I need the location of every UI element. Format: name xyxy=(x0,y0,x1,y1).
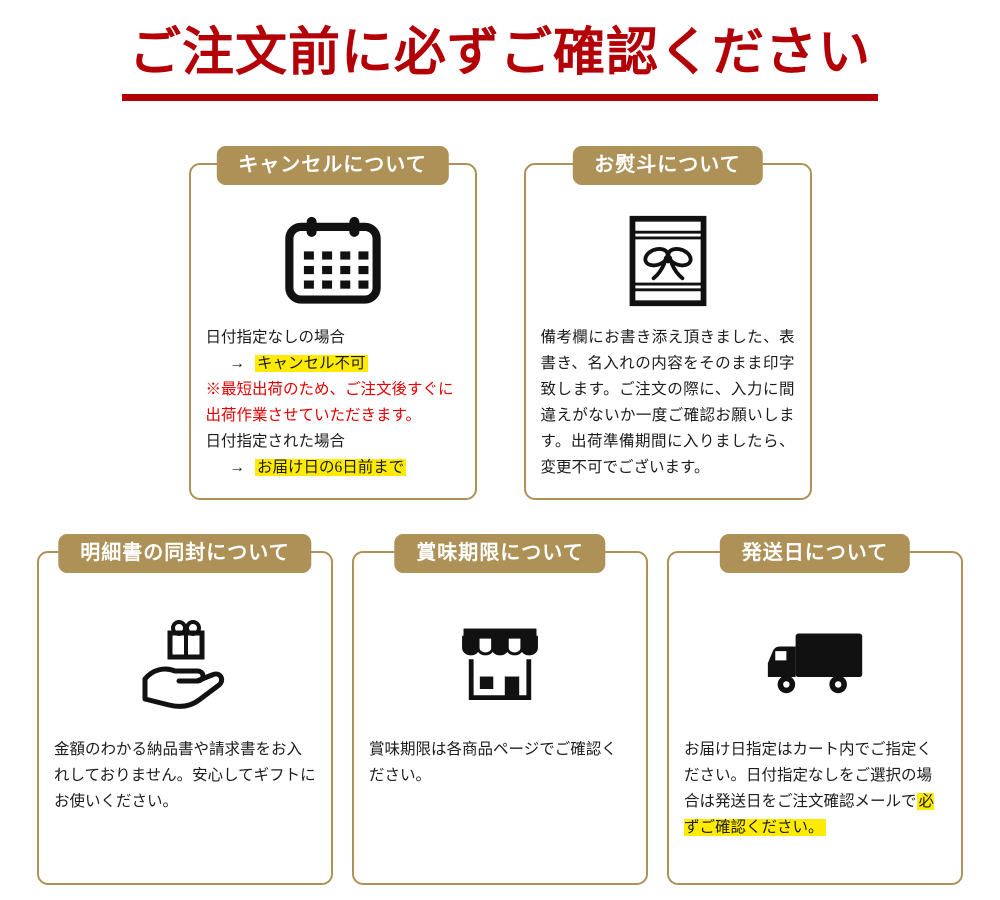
page-title: ご注文前に必ずご確認ください xyxy=(128,25,871,82)
no-date-result: キャンセル不可 xyxy=(255,354,368,372)
no-date-case-label: 日付指定なしの場合 xyxy=(205,328,346,346)
card-statement-badge: 明細書の同封について xyxy=(58,533,312,573)
arrow-glyph: → xyxy=(229,458,246,476)
card-expiry-badge: 賞味期限について xyxy=(394,533,606,573)
card-shipping-badge: 発送日について xyxy=(719,533,911,573)
cards-row-top: キャンセルについて 日付指定なしの場合 → キャンセル不可 xyxy=(0,145,1000,500)
card-cancellation-body: 日付指定なしの場合 → キャンセル不可 ※最短出荷のため、ご注文後すぐに出荷作業さ… xyxy=(206,325,460,481)
card-shipping-body: お届け日指定はカート内でご指定ください。日付指定なしをご選択の場合は発送日をご注… xyxy=(684,737,946,841)
card-expiry-body: 賞味期限は各商品ページでご確認ください。 xyxy=(369,737,631,789)
delivery-truck-icon xyxy=(684,609,946,721)
card-statement: 明細書の同封について 金額のわかる納品書や請求書をお入れしておりません。安心して… xyxy=(37,533,333,885)
noshi-gift-icon xyxy=(541,209,795,313)
card-statement-body: 金額のわかる納品書や請求書をお入れしておりません。安心してギフトにお使いください… xyxy=(54,737,316,815)
shipping-warning-text: ※最短出荷のため、ご注文後すぐに出荷作業させていただきます。 xyxy=(205,380,454,424)
expiry-text: 賞味期限は各商品ページでご確認ください。 xyxy=(369,740,617,784)
gift-in-hand-icon xyxy=(54,609,316,721)
statement-text: 金額のわかる納品書や請求書をお入れしておりません。安心してギフトにお使いください… xyxy=(54,740,316,810)
calendar-icon xyxy=(206,209,460,313)
title-underline xyxy=(122,93,878,101)
storefront-icon xyxy=(369,609,631,721)
dated-result: お届け日の6日前まで xyxy=(255,458,407,476)
card-shipping: 発送日について お届け日指定はカート内でご指定ください。日付指定なしをご選択の場… xyxy=(667,533,963,885)
card-noshi-body: 備考欄にお書き添え頂きました、表書き、名入れの内容をそのまま印字致します。ご注文… xyxy=(541,325,795,481)
card-noshi-badge: お熨斗について xyxy=(572,145,763,185)
arrow-glyph: → xyxy=(229,354,246,372)
no-date-result-line: → キャンセル不可 xyxy=(206,351,460,377)
noshi-text: 備考欄にお書き添え頂きました、表書き、名入れの内容をそのまま印字致します。ご注文… xyxy=(540,328,795,476)
card-cancellation: キャンセルについて 日付指定なしの場合 → キャンセル不可 xyxy=(188,145,477,500)
shipping-text: お届け日指定はカート内でご指定ください。日付指定なしをご選択の場合は発送日をご注… xyxy=(684,737,946,841)
card-expiry: 賞味期限について 賞味期限は各商品ページでご xyxy=(352,533,648,885)
shipping-text-start: お届け日指定はカート内でご指定ください。日付指定なしをご選択の場合は発送日をご注… xyxy=(684,740,933,810)
dated-case-label: 日付指定された場合 xyxy=(205,432,346,450)
card-cancellation-badge: キャンセルについて xyxy=(216,145,449,185)
dated-result-line: → お届け日の6日前まで xyxy=(206,455,460,481)
card-noshi: お熨斗について 備考欄にお書き添え頂きました、表書き、名入れの内容をそのまま印字… xyxy=(523,145,812,500)
cards-row-bottom: 明細書の同封について 金額のわかる納品書や請求書をお入れしておりません。安心して… xyxy=(0,533,1000,885)
